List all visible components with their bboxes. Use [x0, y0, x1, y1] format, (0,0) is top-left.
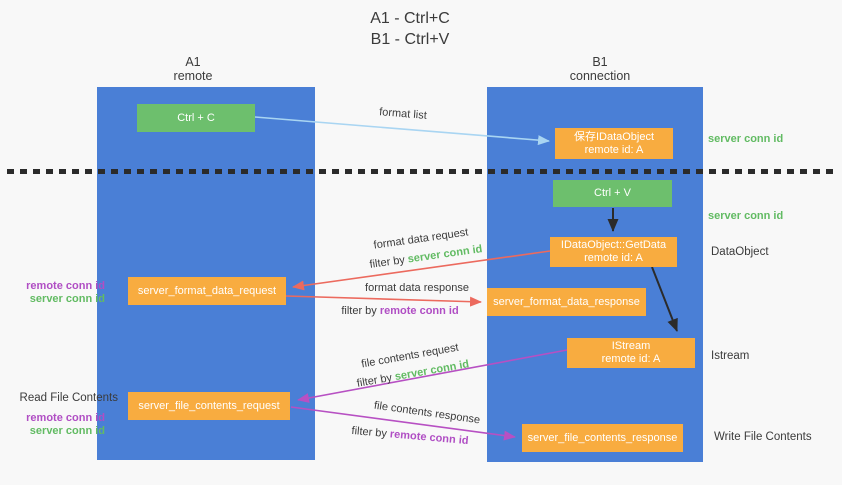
annotation-server-conn-id-bottom-left: server conn id [29, 425, 105, 437]
node-ctrl-v-label: Ctrl + V [594, 187, 631, 199]
node-server-format-data-request: server_format_data_request [128, 277, 286, 305]
filter-key-remote-conn-id: remote conn id [389, 428, 469, 448]
arrow-label-filter-format-response: filter by remote conn id [341, 305, 458, 317]
arrow-label-filter-file-response: filter by remote conn id [351, 425, 469, 447]
node-format-request-label: server_format_data_request [137, 284, 277, 297]
node-save-idataobject: 保存IDataObject remote id: A [555, 128, 673, 159]
node-istream-line1: IStream [611, 340, 651, 352]
annotation-server-conn-id-mid-right: server conn id [708, 210, 784, 222]
right-column-header: B1 connection [570, 55, 630, 83]
annotation-istream: Istream [711, 350, 750, 362]
node-save-idataobject-line2: remote id: A [584, 143, 644, 156]
annotation-server-conn-id-top-left: server conn id [29, 293, 105, 305]
node-ctrl-c-label: Ctrl + C [177, 111, 215, 124]
filter-key-remote-conn-id: remote conn id [379, 305, 459, 317]
machine-boundary-divider [7, 169, 837, 174]
annotation-read-file-contents: Read File Contents [19, 392, 118, 404]
title-line-2: B1 - Ctrl+V [370, 31, 450, 48]
arrow-label-format-list: format list [378, 106, 428, 122]
annotation-server-conn-id-top-right: server conn id [708, 133, 784, 145]
diagram-title: A1 - Ctrl+C B1 - Ctrl+V [370, 8, 450, 50]
annotation-remote-conn-id-bottom-left: remote conn id [26, 412, 105, 424]
filter-prefix: filter by [341, 305, 380, 317]
node-server-file-contents-request: server_file_contents_request [128, 392, 290, 420]
filter-prefix: filter by [355, 371, 396, 390]
node-getdata-line2: remote id: A [584, 252, 643, 264]
node-format-response-label: server_format_data_response [493, 295, 640, 308]
arrow-label-format-data-response: format data response [365, 282, 469, 294]
filter-prefix: filter by [368, 253, 409, 271]
node-server-format-data-response: server_format_data_response [487, 288, 646, 316]
node-istream-line2: remote id: A [601, 353, 661, 365]
title-line-1: A1 - Ctrl+C [370, 10, 450, 27]
left-column-role: remote [173, 69, 213, 83]
annotation-write-file-contents: Write File Contents [714, 431, 812, 443]
node-save-idataobject-line1: 保存IDataObject [573, 130, 655, 143]
annotation-remote-conn-id-top-left: remote conn id [26, 280, 105, 292]
node-ctrl-v: Ctrl + V [553, 180, 672, 207]
node-file-request-label: server_file_contents_request [138, 399, 280, 412]
left-column-header: A1 remote [174, 55, 213, 83]
node-file-response-label: server_file_contents_response [527, 431, 678, 444]
node-istream: IStream remote id: A [567, 338, 695, 368]
arrow-format-data-response [285, 295, 482, 307]
annotation-dataobject: DataObject [711, 246, 769, 258]
filter-prefix: filter by [351, 424, 391, 441]
filter-key-server-conn-id: server conn id [406, 243, 484, 266]
right-column-name: B1 [592, 55, 608, 69]
node-getdata: IDataObject::GetData remote id: A [550, 237, 677, 267]
node-ctrl-c: Ctrl + C [137, 104, 255, 132]
left-column-name: A1 [185, 55, 201, 69]
node-server-file-contents-response: server_file_contents_response [522, 424, 683, 452]
arrow-label-file-contents-response: file contents response [373, 399, 481, 427]
node-getdata-line1: IDataObject::GetData [560, 239, 667, 251]
right-column-role: connection [569, 69, 631, 83]
